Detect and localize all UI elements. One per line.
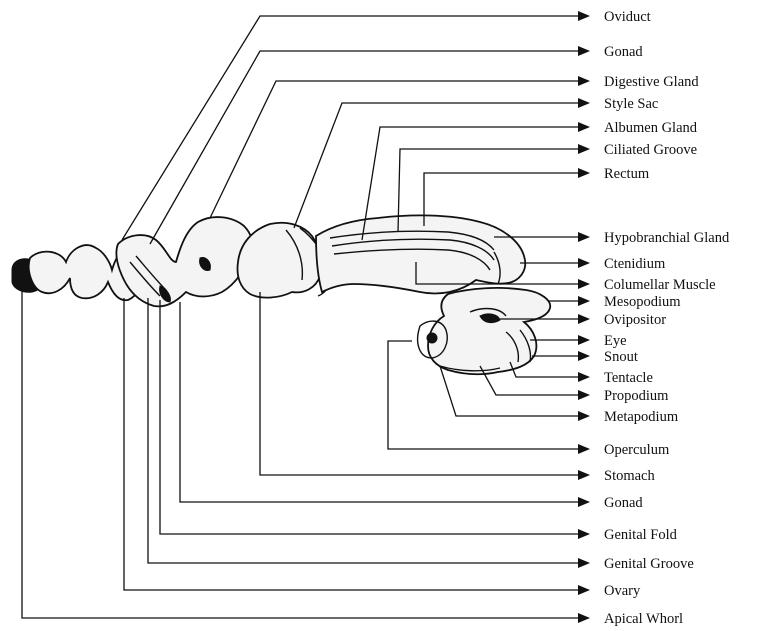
- label-columellar-muscle: Columellar Muscle: [604, 277, 716, 293]
- label-hypobranchial-gland: Hypobranchial Gland: [604, 230, 730, 246]
- labels: Oviduct Gonad Digestive Gland Style Sac …: [604, 9, 730, 627]
- label-digestive-gland: Digestive Gland: [604, 74, 699, 90]
- label-eye: Eye: [604, 333, 627, 349]
- label-ctenidium: Ctenidium: [604, 256, 666, 272]
- label-gonad-top: Gonad: [604, 44, 643, 60]
- snail-body-illustration: [12, 215, 550, 374]
- mantle-shape: [316, 215, 525, 293]
- arrowheads: [578, 11, 590, 623]
- eye-shape: [427, 333, 437, 343]
- label-stomach: Stomach: [604, 468, 655, 484]
- label-genital-groove: Genital Groove: [604, 556, 694, 572]
- label-rectum: Rectum: [604, 166, 650, 182]
- label-mesopodium: Mesopodium: [604, 294, 681, 310]
- label-propodium: Propodium: [604, 388, 669, 404]
- label-metapodium: Metapodium: [604, 409, 679, 425]
- label-apical-whorl: Apical Whorl: [604, 611, 683, 627]
- label-tentacle: Tentacle: [604, 370, 653, 386]
- label-ovary: Ovary: [604, 583, 641, 599]
- label-style-sac: Style Sac: [604, 96, 658, 112]
- label-genital-fold: Genital Fold: [604, 527, 678, 543]
- gonad-whorl-shape: [116, 217, 252, 306]
- label-oviduct: Oviduct: [604, 9, 651, 25]
- label-ovipositor: Ovipositor: [604, 312, 666, 328]
- label-ciliated-groove: Ciliated Groove: [604, 142, 697, 158]
- label-operculum: Operculum: [604, 442, 670, 458]
- label-albumen-gland: Albumen Gland: [604, 120, 698, 136]
- label-snout: Snout: [604, 349, 638, 365]
- label-gonad-bottom: Gonad: [604, 495, 643, 511]
